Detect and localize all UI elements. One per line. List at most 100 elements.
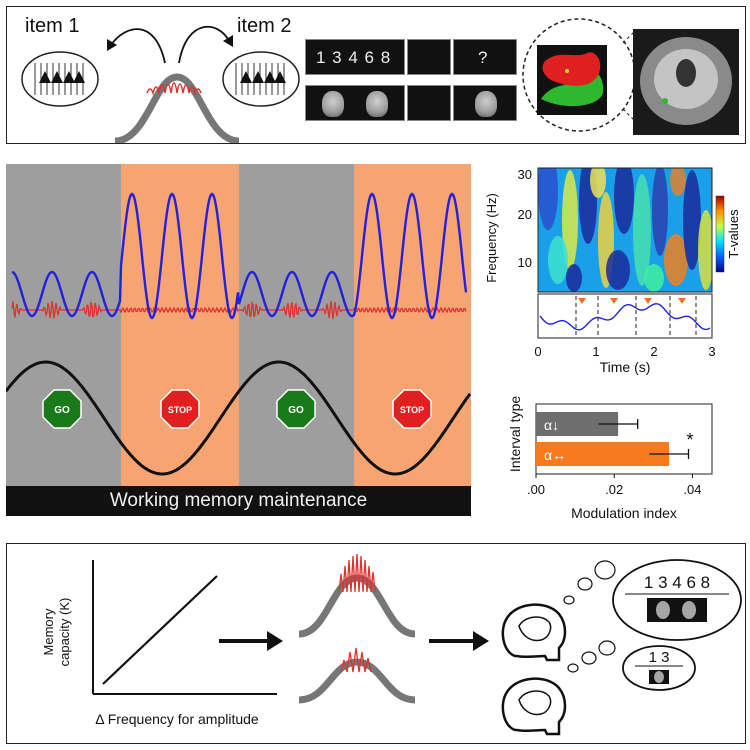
trace-peak-marker-3 [678,298,686,304]
spectrogram-heat-blob-1 [562,170,578,270]
interval-orange-1 [121,164,239,486]
item-1-neurons [39,71,85,83]
arrow-to-item-2-head [223,35,233,47]
sequence-digit-box: 1 3 4 6 8 [305,39,405,75]
theta-trace [539,303,711,331]
upper-theta-bell [298,574,416,638]
top-gamma-burst [146,82,202,96]
bar-label-1: α↔ [544,447,566,463]
top-theta-bell [114,73,240,143]
lower-theta-bell [298,658,416,704]
maintenance-illustration: GO STOP GO STOP [6,164,471,486]
arrow-to-item-1 [110,28,166,64]
arrow-1-head [267,631,283,651]
gamma-waveform [11,300,467,319]
go-sign-2-label: GO [288,405,304,416]
hippocampus-red [542,52,601,86]
stop-sign-1-label: STOP [168,405,192,415]
upper-thought-bubble-small [563,595,575,605]
sequence-probe-box: ? [453,39,517,75]
spectrogram-heat-blob-8 [683,170,701,270]
spectrogram-ylabel: Frequency (Hz) [484,193,499,283]
spectrogram-heat-blob-6 [652,168,668,256]
upper-head-icon [501,603,567,662]
interval-orange-2 [354,164,471,486]
bar-series: α↓α↔ [536,412,690,466]
spectrogram-heat-blob-12 [590,168,606,198]
lower-gamma-burst [340,647,372,673]
colorbar-label: T-values [726,209,741,259]
bar-chart-x-ticks: .00 .02 .04 [527,474,701,497]
trace-peak-marker-0 [578,298,586,304]
face-sequence-box [305,85,405,121]
bar-chart-xlabel: Modulation index [571,505,677,521]
capacity-xlabel: Δ Frequency for amplitude [95,711,259,727]
spectrogram-heat-blob-15 [644,264,664,292]
spectrogram-heat-blob-7 [664,234,688,286]
spectrogram-heat-blob-13 [670,168,686,196]
trace-peak-marker-2 [644,298,652,304]
spectrogram-xlabel: Time (s) [600,359,651,375]
lower-thought-bubble-medium [581,651,597,665]
trace-peak-marker-1 [610,298,618,304]
brain-imaging [522,18,739,135]
upper-thought-bubble-large [594,560,616,580]
upper-thought-digits: 1 3 4 6 8 [644,573,710,592]
spectrogram-heat-blob-0 [538,168,558,230]
capacity-mechanism: 1 3 4 6 8 1 3 [219,553,742,736]
bar-x-tick-1: .02 [605,482,623,497]
bar-x-tick-0: .00 [527,482,545,497]
spectrogram-x-tick-1: 1 [592,344,599,359]
sequence-digits: 1 3 4 6 8 [316,48,392,67]
lower-head-icon [501,677,567,736]
upper-gamma-burst [338,553,376,593]
trace-peak-markers [578,298,686,304]
spectrogram-heat [538,168,712,292]
mri-ventricle [676,59,696,87]
lower-thought-cloud [622,645,696,691]
significance-star: * [686,430,693,450]
bottom-panel: Memory capacity (K) Δ Frequency for ampl… [6,543,746,744]
interval-gray-1 [6,164,121,486]
slow-oscillation [6,360,471,476]
lower-thought-digits: 1 3 [649,649,670,666]
arrow-to-item-2 [178,25,230,64]
face-probe [475,91,497,117]
bar-x-tick-2: .04 [683,482,701,497]
face-stimulus-1 [322,91,344,117]
face-stimulus-2 [366,91,388,117]
theta-waveform [11,192,468,320]
spectrogram-heat-blob-11 [606,250,630,290]
spectrogram-y-tick-20: 20 [518,207,532,222]
modulation-bar-chart: Interval type α↓α↔ * .00 .02 .04 Modulatio… [507,396,713,521]
spectrogram-x-tick-2: 2 [650,344,657,359]
upper-thought-face-2 [682,601,696,619]
capacity-trend-line [102,575,218,685]
upper-thought-bubble-medium [577,577,593,591]
lower-thought-face [654,671,664,683]
spectrogram-x-tick-0: 0 [534,344,541,359]
lower-thought-bubble-small [567,663,579,673]
electrode-contact [565,69,569,73]
item-1-label: item 1 [25,15,80,37]
spectrogram-heat-blob-5 [633,174,651,286]
stop-sign-2: STOP [392,389,432,429]
capacity-plot: Memory capacity (K) Δ Frequency for ampl… [41,560,277,727]
capacity-ylabel-line1: Memory [41,608,56,655]
bar-chart-ylabel: Interval type [507,396,523,472]
face-blank-box [407,85,451,121]
item-2-neurons [240,71,286,83]
spectrogram-heat-blob-9 [698,210,712,290]
upper-thought-face-1 [656,601,670,619]
spectrogram-x-ticks: 0 1 2 3 [534,344,715,359]
item-encoding-schematic [21,25,300,143]
lower-thought-bubble-large [598,640,616,656]
maintenance-caption: Working memory maintenance [6,486,471,516]
stop-sign-1: STOP [160,389,200,429]
item-2-label: item 2 [237,15,292,37]
sequence-blank-box-1 [407,39,451,75]
spectrogram-heat-blob-10 [548,236,568,284]
spectrogram-x-tick-3: 3 [708,344,715,359]
